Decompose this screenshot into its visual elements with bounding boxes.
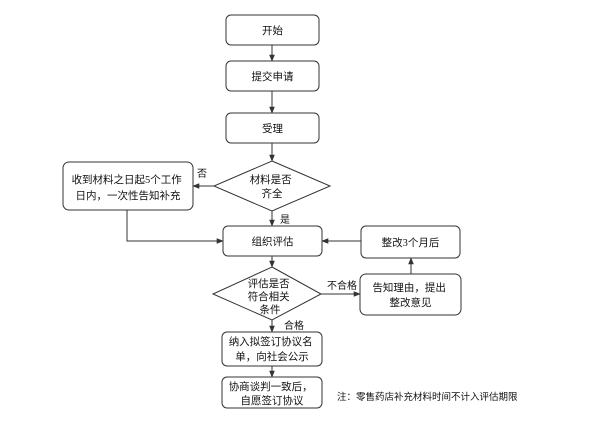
start-node: 开始 bbox=[225, 14, 320, 46]
organize-eval-node: 组织评估 bbox=[222, 225, 323, 257]
accept-node: 受理 bbox=[225, 112, 320, 144]
eval-decision: 评估是否 符合相关 条件 bbox=[211, 266, 323, 321]
edge-label-fail: 不合格 bbox=[327, 279, 357, 292]
connectors bbox=[126, 45, 414, 378]
edge-notify-back bbox=[126, 210, 224, 244]
notify-reason-label: 告知理由，提出 整改意见 bbox=[372, 281, 448, 309]
rectify-3m-label: 整改3个月后 bbox=[382, 236, 440, 249]
negotiate-label: 协商谈判一致后， 自愿签订协议 bbox=[229, 380, 316, 407]
notify-reason-node: 告知理由，提出 整改意见 bbox=[359, 273, 462, 316]
submit-node: 提交申请 bbox=[225, 60, 320, 92]
proposal-list-label: 纳入拟签订协议名 单，向社会公示 bbox=[229, 335, 316, 363]
notify-supplement-label: 收到材料之日起5个工作 日内，一次性告知补充 bbox=[72, 173, 185, 202]
proposal-list-node: 纳入拟签订协议名 单，向社会公示 bbox=[221, 331, 323, 367]
accept-label: 受理 bbox=[262, 123, 283, 135]
edge-label-pass: 合格 bbox=[284, 319, 304, 332]
edge-label-yes: 是 bbox=[280, 214, 290, 226]
materials-decision-label: 材料是否 齐全 bbox=[250, 173, 295, 200]
submit-label: 提交申请 bbox=[252, 70, 294, 83]
eval-decision-label: 评估是否 符合相关 条件 bbox=[248, 277, 293, 316]
footnote: 注：零售药店补充材料时间不计入评估期限 bbox=[337, 391, 518, 403]
organize-eval-label: 组织评估 bbox=[252, 235, 294, 248]
rectify-3m-node: 整改3个月后 bbox=[360, 225, 461, 259]
start-label: 开始 bbox=[262, 24, 283, 37]
edge-label-no: 否 bbox=[197, 168, 207, 180]
negotiate-node: 协商谈判一致后， 自愿签订协议 bbox=[221, 376, 323, 409]
notify-supplement-node: 收到材料之日起5个工作 日内，一次性告知补充 bbox=[62, 161, 194, 211]
materials-decision: 材料是否 齐全 bbox=[212, 160, 332, 212]
